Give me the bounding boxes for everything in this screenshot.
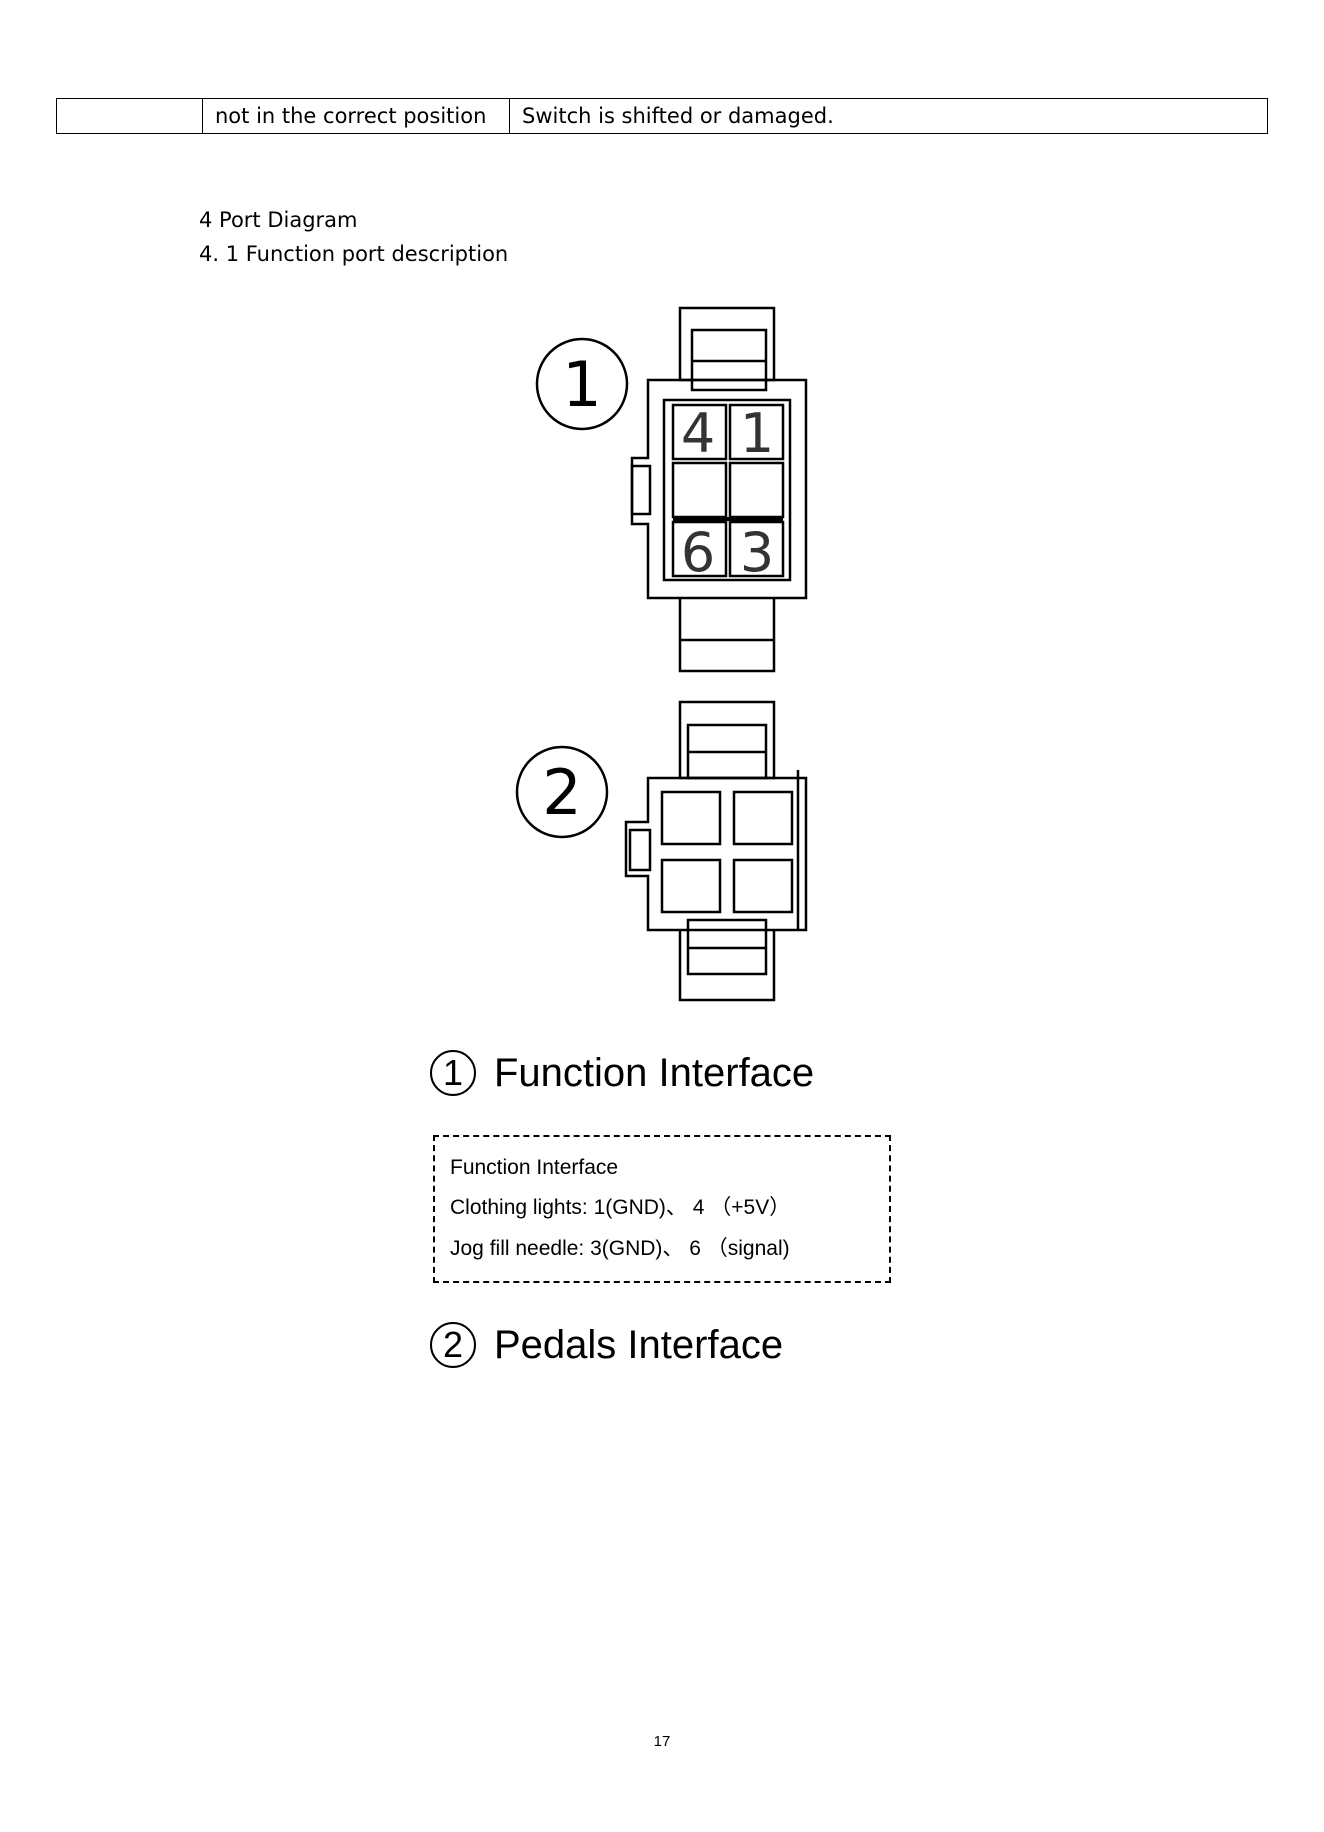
port-diagram: 4 1 6 3 1 2 <box>0 0 1324 1020</box>
connector-2 <box>517 702 806 1000</box>
function-interface-title: Function Interface <box>494 1051 814 1096</box>
pedals-interface-heading: 2 Pedals Interface <box>430 1322 783 1368</box>
connector-1-badge: 1 <box>562 348 601 421</box>
function-interface-heading: 1 Function Interface <box>430 1050 814 1096</box>
box-line-clothing-lights: Clothing lights: 1(GND)、 4 （+5V） <box>450 1191 790 1221</box>
connector-2-badge: 2 <box>542 756 581 829</box>
function-interface-badge: 1 <box>430 1050 476 1096</box>
pin-label-6: 6 <box>681 521 715 584</box>
page-number: 17 <box>0 1733 1324 1750</box>
pedals-interface-badge: 2 <box>430 1322 476 1368</box>
box-line-jog-needle: Jog fill needle: 3(GND)、 6 （signal) <box>450 1232 790 1262</box>
box-line-title: Function Interface <box>450 1156 618 1180</box>
pin-label-3: 3 <box>740 521 774 584</box>
pin-label-4: 4 <box>681 402 715 465</box>
pedals-interface-title: Pedals Interface <box>494 1323 783 1368</box>
pin-label-1: 1 <box>740 402 774 465</box>
